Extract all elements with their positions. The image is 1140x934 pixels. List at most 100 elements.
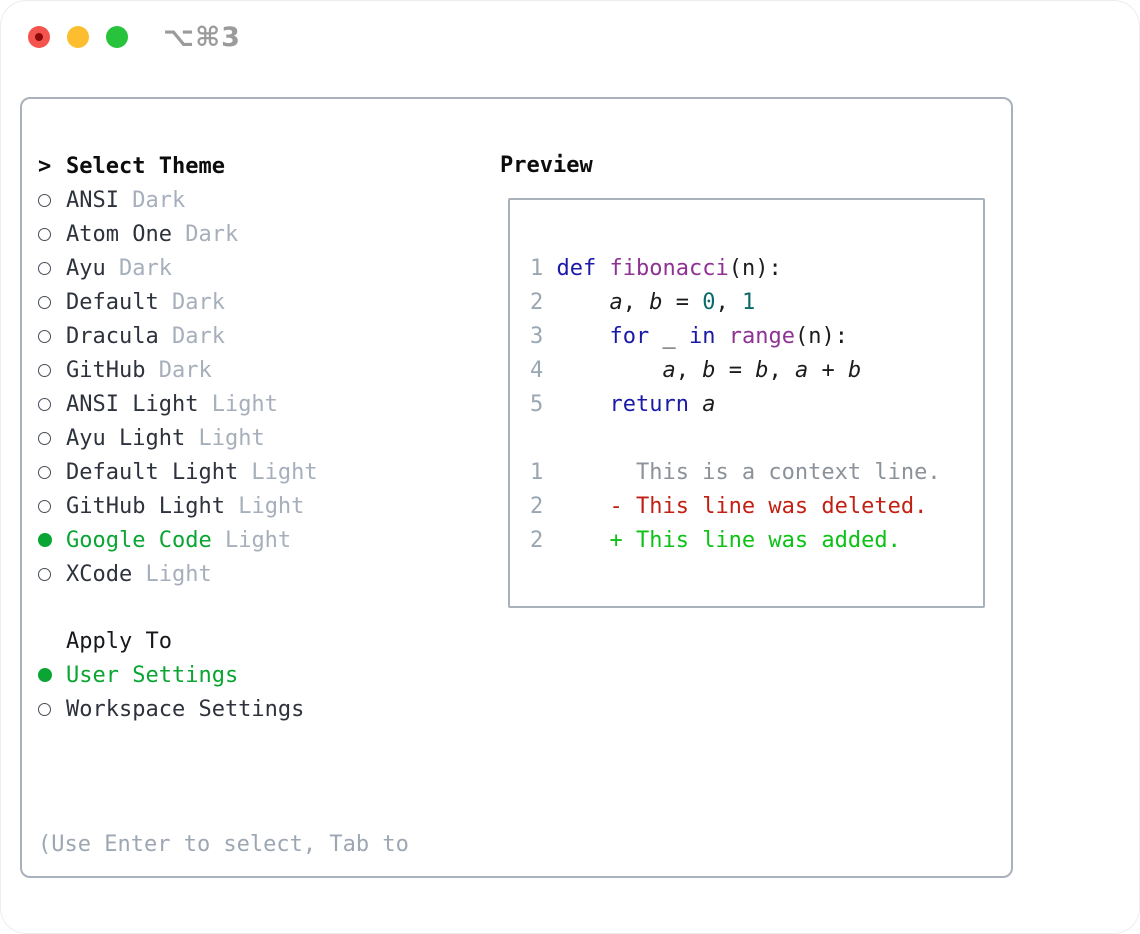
radio-unselected-icon (38, 465, 66, 479)
theme-name: Dracula (66, 323, 159, 349)
code-line: 5 return a (530, 388, 983, 422)
code-token-plain (715, 324, 728, 349)
code-token-plain: a (662, 358, 676, 383)
radio-unselected-icon (38, 431, 66, 445)
theme-option-github-light[interactable]: GitHub Light Light (38, 489, 318, 523)
preview-title: Preview (500, 153, 593, 178)
radio-unselected-icon (38, 295, 66, 309)
theme-variant-label: Dark (105, 255, 172, 281)
theme-variant-label: Light (224, 493, 305, 519)
theme-variant-label: Light (211, 527, 292, 553)
radio-unselected-icon (38, 193, 66, 207)
theme-name: Ayu Light (66, 425, 186, 451)
theme-option-ayu[interactable]: Ayu Dark (38, 251, 318, 285)
code-token-plain: + (808, 358, 848, 383)
code-token-context: This is a context line. (556, 460, 941, 485)
minimize-button[interactable] (67, 26, 89, 48)
window-title: ⌥⌘3 (163, 21, 241, 53)
code-token-plain (557, 358, 663, 383)
radio-unselected-icon (38, 329, 66, 343)
code-token-plain: , (675, 358, 703, 383)
theme-option-ansi[interactable]: ANSI Dark (38, 183, 318, 217)
code-token-plain: b (649, 290, 663, 315)
code-token-plain (557, 392, 610, 417)
theme-option-google-code[interactable]: Google Code Light (38, 523, 318, 557)
code-token-added: + This line was added. (556, 528, 901, 553)
apply-option-user-settings[interactable]: User Settings (38, 658, 304, 692)
apply-to-title: Apply To (66, 628, 172, 654)
theme-name: Default Light (66, 459, 239, 485)
code-token-plain: , (715, 290, 742, 315)
select-theme-header: > Select Theme (38, 149, 318, 183)
code-token-plain (557, 324, 610, 349)
theme-option-ansi-light[interactable]: ANSI Light Light (38, 387, 318, 421)
radio-unselected-icon (38, 227, 66, 241)
line-number: 4 (530, 358, 544, 383)
code-token-keyword: for (609, 324, 650, 349)
theme-option-default[interactable]: Default Dark (38, 285, 318, 319)
code-token-plain (596, 256, 609, 281)
line-number: 1 (530, 460, 544, 485)
theme-variant-label: Dark (118, 187, 186, 213)
code-line: 2 a, b = 0, 1 (530, 286, 983, 320)
code-line: 3 for _ in range(n): (530, 320, 983, 354)
close-button[interactable] (28, 26, 50, 48)
apply-to-header: Apply To (38, 624, 304, 658)
radio-selected-icon (38, 533, 66, 547)
code-token-num: 0 (702, 290, 716, 315)
code-token-plain: , (768, 358, 795, 383)
radio-unselected-icon (38, 499, 66, 513)
theme-name: GitHub Light (66, 493, 225, 519)
code-token-keyword: def (556, 256, 597, 281)
line-number: 2 (530, 494, 544, 519)
line-number: 2 (530, 290, 544, 315)
code-token-num: 1 (741, 290, 756, 315)
code-token-plain: b (847, 358, 862, 383)
theme-option-github[interactable]: GitHub Dark (38, 353, 318, 387)
code-line (530, 422, 983, 456)
code-token-plain: (n): (794, 324, 848, 349)
code-token-plain (689, 392, 702, 417)
radio-unselected-icon (38, 363, 66, 377)
theme-variant-label: Dark (171, 221, 239, 247)
theme-variant-label: Light (238, 459, 318, 485)
code-token-plain: a (609, 290, 623, 315)
theme-variant-label: Light (198, 391, 278, 417)
code-token-plain: , (622, 290, 650, 315)
theme-variant-label: Light (185, 425, 265, 451)
code-line: 2 + This line was added. (530, 524, 983, 558)
code-token-deleted: - This line was deleted. (556, 494, 928, 519)
theme-option-dracula[interactable]: Dracula Dark (38, 319, 318, 353)
apply-option-label: User Settings (66, 662, 239, 688)
zoom-button[interactable] (106, 26, 128, 48)
line-number: 2 (530, 528, 544, 553)
code-token-plain (557, 290, 610, 315)
code-token-plain: b (702, 358, 716, 383)
help-line-1: (Use Enter to select, Tab to (38, 832, 409, 857)
code-token-plain: = (715, 358, 756, 383)
code-token-plain: a (702, 392, 716, 417)
code-line: 4 a, b = b, a + b (530, 354, 983, 388)
traffic-lights (28, 26, 145, 48)
code-token-plain: b (755, 358, 769, 383)
apply-option-label: Workspace Settings (66, 696, 305, 722)
theme-name: Default (66, 289, 159, 315)
theme-option-atom-one[interactable]: Atom One Dark (38, 217, 318, 251)
theme-name: Ayu (66, 255, 106, 281)
code-token-plain: (n): (728, 256, 782, 281)
theme-name: ANSI (66, 187, 119, 213)
radio-unselected-icon (38, 702, 66, 716)
radio-unselected-icon (38, 567, 66, 581)
theme-option-default-light[interactable]: Default Light Light (38, 455, 318, 489)
code-line: 1 def fibonacci(n): (530, 252, 983, 286)
code-line: 1 This is a context line. (530, 456, 983, 490)
theme-option-xcode[interactable]: XCode Light (38, 557, 318, 591)
code-token-plain: _ (649, 324, 689, 349)
apply-option-workspace-settings[interactable]: Workspace Settings (38, 692, 304, 726)
theme-name: GitHub (66, 357, 146, 383)
theme-option-ayu-light[interactable]: Ayu Light Light (38, 421, 318, 455)
